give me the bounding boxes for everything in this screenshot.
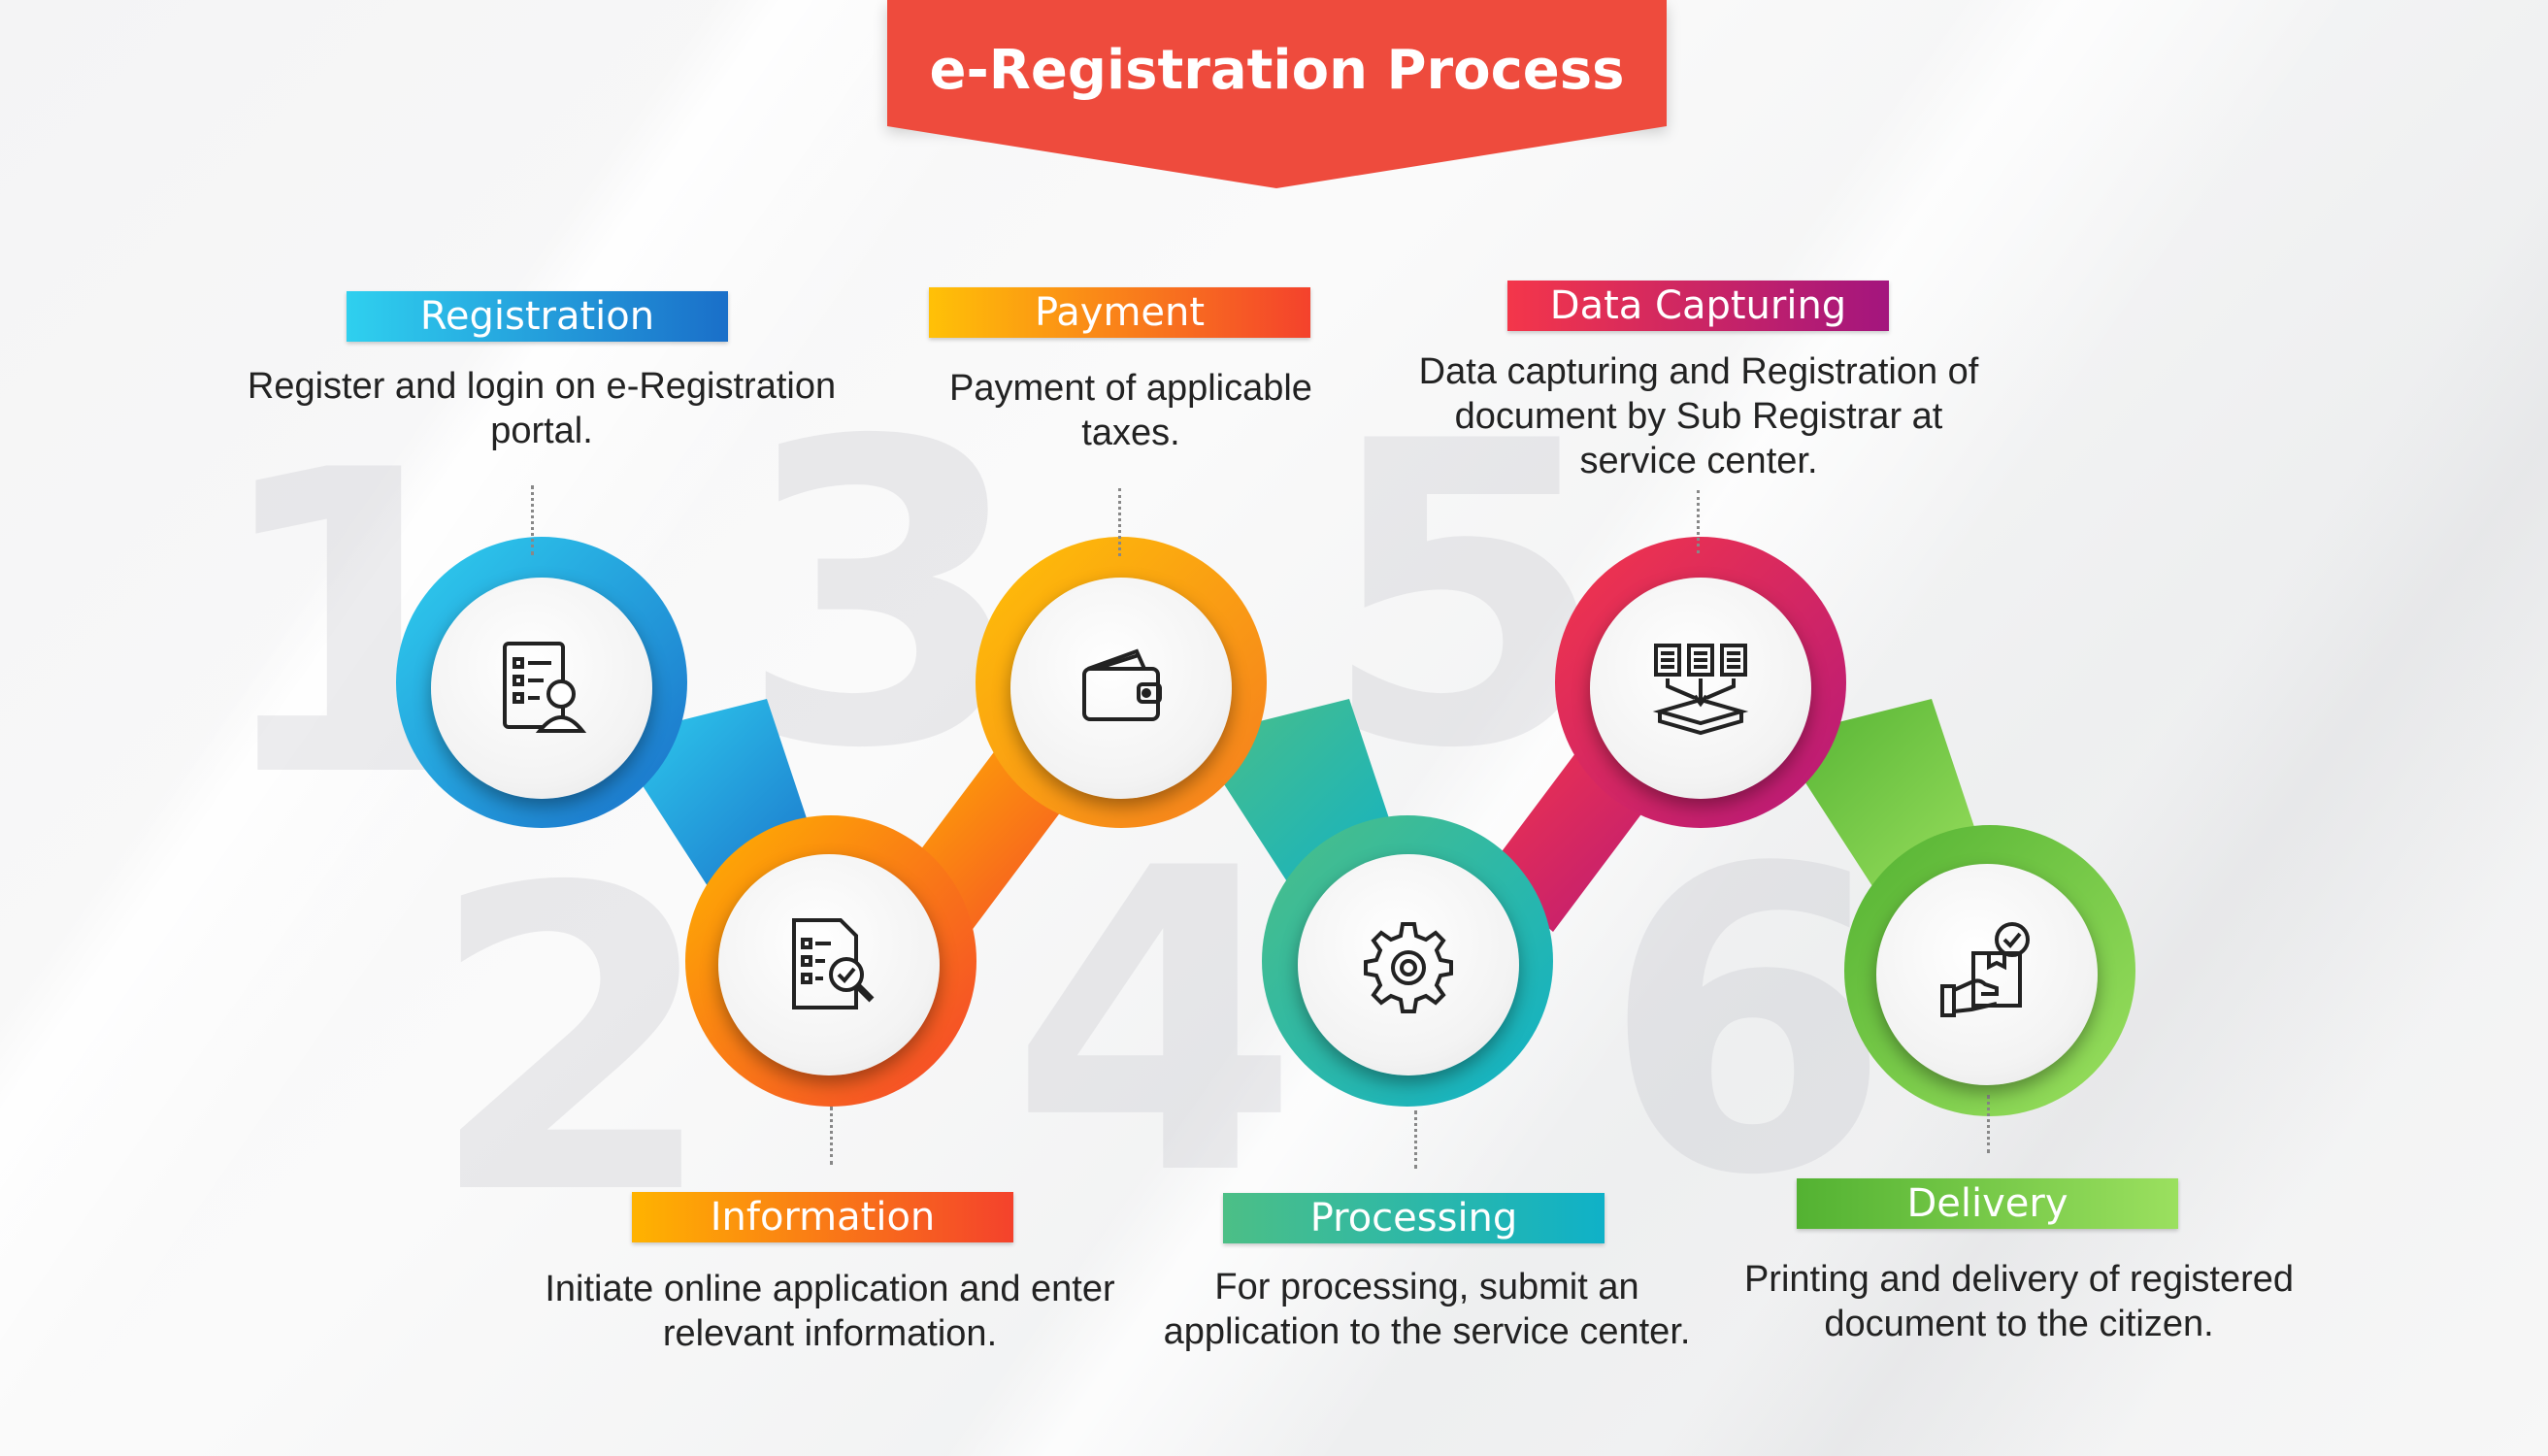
step-1-icon-circle [431,578,652,799]
step-6-number: 6 [1602,781,1893,1267]
step-3-number: 3 [738,354,1029,840]
step-4-icon-circle [1298,854,1519,1075]
document-search-icon [792,918,875,1009]
leader-line-4 [1414,1110,1417,1169]
title-banner: e-Registration Process [887,0,1667,188]
page-title: e-Registration Process [929,39,1625,102]
step-4-label: Processing [1223,1193,1605,1243]
step-2-label: Information [632,1192,1013,1242]
step-4-number: 4 [1009,781,1301,1267]
gear-icon [1364,922,1453,1013]
step-4-description: For processing, submit an application to… [1163,1267,1691,1352]
step-1-description: Register and login on e-Registration por… [247,366,837,451]
step-5-description: Data capturing and Registration of docum… [1418,351,1979,481]
step-2-description: Initiate online application and enter re… [545,1269,1115,1354]
step-1-label: Registration [347,291,728,342]
leader-line-3 [1118,488,1121,556]
step-3-description: Payment of applicable taxes. [949,368,1312,453]
step-3-icon-circle [1010,578,1232,799]
delivery-icon [1940,922,2030,1017]
form-user-icon [503,642,587,733]
step-5-icon-circle [1590,578,1811,799]
step-5-number: 5 [1320,354,1611,840]
wallet-icon [1082,648,1162,721]
leader-line-1 [531,485,534,555]
step-2-icon-circle [718,854,940,1075]
leader-line-6 [1987,1095,1990,1153]
step-6-description: Printing and delivery of registered docu… [1743,1259,2295,1344]
step-2-number: 2 [427,801,718,1286]
leader-line-5 [1697,490,1700,553]
step-3-label: Payment [929,287,1310,338]
step-6-icon-circle [1876,864,2098,1085]
data-capture-icon [1652,644,1749,736]
step-5-label: Data Capturing [1507,281,1889,331]
leader-line-2 [830,1107,833,1165]
step-6-label: Delivery [1797,1178,2178,1229]
